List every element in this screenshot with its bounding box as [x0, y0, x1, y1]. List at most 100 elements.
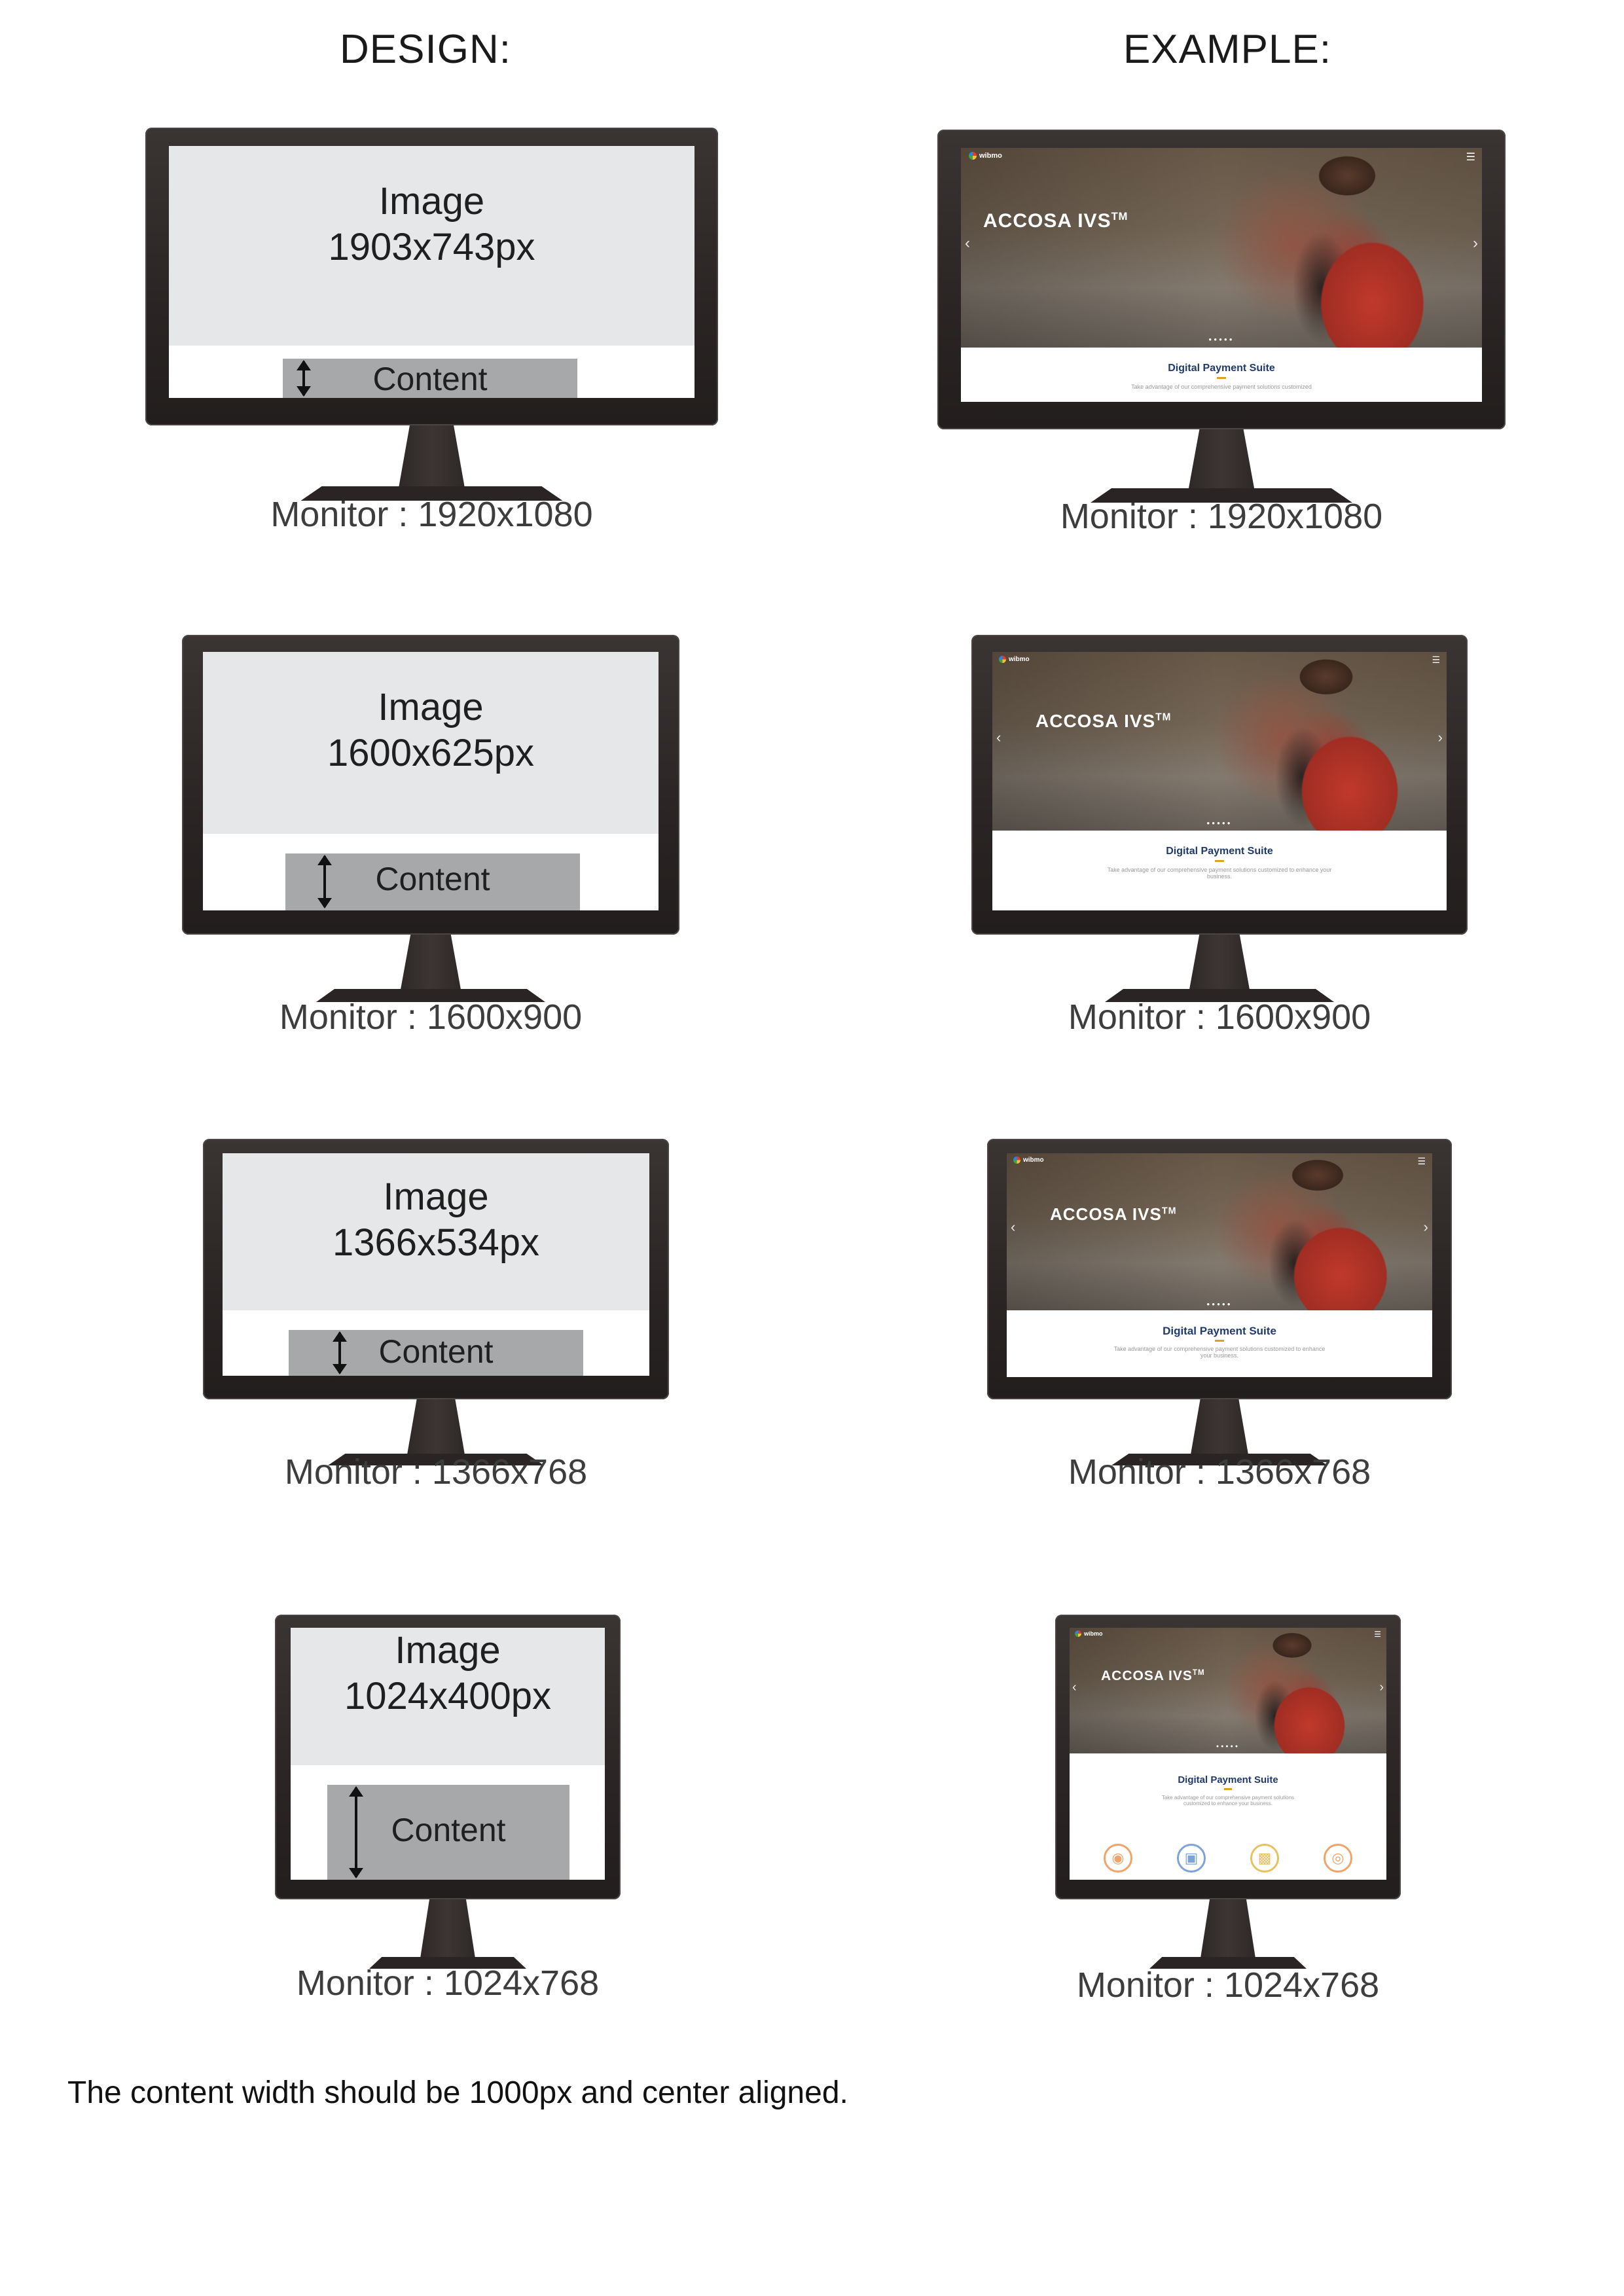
feature-icon-orange[interactable]: ◉	[1104, 1844, 1132, 1873]
suite-description: Take advantage of our comprehensive paym…	[1131, 384, 1312, 390]
design-monitor-1920: Image 1903x743px Content Monitor : 1920x…	[145, 128, 718, 534]
hero-title-text: ACCOSA IVS	[1050, 1204, 1162, 1224]
monitor-resolution-label: Monitor : 1600x900	[1068, 997, 1371, 1037]
footer-note: The content width should be 1000px and c…	[67, 2075, 848, 2110]
brand-name: wibmo	[979, 152, 1002, 160]
logo-mark-icon	[1075, 1630, 1081, 1637]
wibmo-logo: wibmo	[1013, 1157, 1044, 1164]
accent-rule	[1215, 1340, 1224, 1342]
hero-banner-image: wibmo ☰ ACCOSA IVSTM ‹ › ●●●●●	[1007, 1153, 1432, 1310]
hamburger-menu-icon[interactable]: ☰	[1466, 152, 1475, 163]
suite-title: Digital Payment Suite	[1163, 1325, 1276, 1337]
hero-title: ACCOSA IVSTM	[1101, 1668, 1205, 1684]
wibmo-logo: wibmo	[999, 656, 1030, 663]
woman-with-phone-image	[1242, 148, 1452, 348]
monitor-neck	[406, 1399, 465, 1455]
suite-title: Digital Payment Suite	[1168, 363, 1275, 374]
carousel-next-icon[interactable]: ›	[1437, 729, 1443, 745]
hamburger-menu-icon[interactable]: ☰	[1432, 655, 1440, 665]
carousel-dots[interactable]: ●●●●●	[1206, 820, 1233, 826]
carousel-next-icon[interactable]: ›	[1423, 1219, 1428, 1235]
image-size-label: 1024x400px	[344, 1675, 552, 1717]
monitor-base	[1105, 989, 1334, 1002]
example-monitor-1366: wibmo ☰ ACCOSA IVSTM ‹ › ●●●●● Digital P…	[987, 1139, 1452, 1518]
monitor-base	[300, 486, 563, 501]
example-monitor-1920: wibmo ☰ ACCOSA IVSTM ‹ › ●●●●● Digital P…	[937, 130, 1506, 536]
carousel-next-icon[interactable]: ›	[1473, 234, 1478, 252]
carousel-dots[interactable]: ●●●●●	[1208, 336, 1235, 342]
monitor-neck	[1190, 1399, 1249, 1455]
woman-with-phone-image	[1228, 652, 1424, 831]
accent-rule	[1215, 860, 1224, 862]
suite-title: Digital Payment Suite	[1178, 1774, 1278, 1785]
image-label: Image	[378, 686, 484, 728]
monitor-resolution-label: Monitor : 1600x900	[279, 997, 583, 1037]
carousel-prev-icon[interactable]: ‹	[1072, 1680, 1077, 1695]
hero-title-text: ACCOSA IVS	[983, 210, 1111, 232]
monitor-base	[1149, 1957, 1307, 1969]
suite-title: Digital Payment Suite	[1166, 846, 1273, 857]
design-monitor-1600: Image 1600x625px Content Monitor : 1600x…	[182, 635, 679, 1047]
logo-mark-icon	[969, 152, 977, 160]
carousel-prev-icon[interactable]: ‹	[996, 729, 1001, 745]
woman-with-phone-image	[1223, 1153, 1413, 1310]
example-screen: wibmo ☰ ACCOSA IVSTM ‹ › ●●●●● Digital P…	[992, 652, 1447, 910]
feature-icon-yellow[interactable]: ▩	[1250, 1844, 1279, 1873]
image-placeholder: Image 1024x400px	[291, 1628, 605, 1765]
image-size-label: 1366x534px	[332, 1221, 540, 1264]
trademark: TM	[1192, 1669, 1205, 1677]
wibmo-logo: wibmo	[1075, 1630, 1103, 1637]
logo-mark-icon	[1013, 1157, 1020, 1164]
image-size-label: 1903x743px	[328, 226, 535, 268]
carousel-dots[interactable]: ●●●●●	[1216, 1744, 1240, 1749]
hero-title-text: ACCOSA IVS	[1101, 1668, 1193, 1683]
monitor-base	[1111, 1454, 1327, 1465]
content-label: Content	[372, 361, 488, 397]
content-label: Content	[375, 861, 490, 897]
image-placeholder: Image 1600x625px	[203, 652, 659, 834]
height-arrow	[297, 360, 311, 397]
woman-with-phone-image	[1220, 1628, 1364, 1753]
height-arrow	[333, 1331, 347, 1374]
monitor-resolution-label: Monitor : 1366x768	[1068, 1452, 1371, 1492]
carousel-next-icon[interactable]: ›	[1379, 1680, 1384, 1695]
monitor-resolution-label: Monitor : 1366x768	[284, 1452, 588, 1492]
image-placeholder: Image 1903x743px	[169, 146, 695, 346]
feature-icon-blue[interactable]: ▣	[1177, 1844, 1206, 1873]
carousel-dots[interactable]: ●●●●●	[1206, 1301, 1233, 1307]
hero-title-text: ACCOSA IVS	[1036, 711, 1156, 731]
brand-name: wibmo	[1084, 1630, 1103, 1637]
hero-banner-image: wibmo ☰ ACCOSA IVSTM ‹ › ●●●●●	[1070, 1628, 1386, 1753]
monitor-base	[328, 1454, 544, 1465]
suite-description: Take advantage of our comprehensive paym…	[1113, 1346, 1326, 1359]
image-label: Image	[378, 180, 485, 223]
wibmo-logo: wibmo	[969, 152, 1002, 160]
image-label: Image	[395, 1629, 501, 1672]
accent-rule	[1224, 1788, 1232, 1790]
brand-name: wibmo	[1023, 1157, 1044, 1164]
feature-icon-orange-2[interactable]: ◎	[1324, 1844, 1352, 1873]
content-label: Content	[378, 1333, 494, 1370]
example-monitor-1024: wibmo ☰ ACCOSA IVSTM ‹ › ●●●●● Digital P…	[1055, 1615, 1401, 2007]
carousel-prev-icon[interactable]: ‹	[965, 234, 970, 252]
trademark: TM	[1161, 1206, 1177, 1217]
hero-banner-image: wibmo ☰ ACCOSA IVSTM ‹ › ●●●●●	[961, 148, 1482, 348]
monitor-base	[316, 989, 545, 1002]
design-monitor-1366: Image 1366x534px Content Monitor : 1366x…	[203, 1139, 669, 1518]
carousel-prev-icon[interactable]: ‹	[1011, 1219, 1016, 1235]
hamburger-menu-icon[interactable]: ☰	[1417, 1156, 1426, 1166]
example-heading: EXAMPLE:	[1123, 27, 1332, 72]
image-size-label: 1600x625px	[327, 732, 535, 774]
design-monitor-1024: Image 1024x400px Content Monitor : 1024x…	[275, 1615, 621, 2007]
hero-title: ACCOSA IVSTM	[1036, 711, 1171, 732]
monitor-neck	[400, 935, 461, 990]
monitor-resolution-label: Monitor : 1024x768	[296, 1964, 600, 2003]
example-screen: wibmo ☰ ACCOSA IVSTM ‹ › ●●●●● Digital P…	[961, 148, 1482, 402]
monitor-resolution-label: Monitor : 1024x768	[1076, 1965, 1380, 2005]
brand-name: wibmo	[1009, 656, 1030, 663]
example-screen: wibmo ☰ ACCOSA IVSTM ‹ › ●●●●● Digital P…	[1070, 1628, 1386, 1880]
design-screen: Image 1366x534px Content	[223, 1153, 649, 1376]
example-monitor-1600: wibmo ☰ ACCOSA IVSTM ‹ › ●●●●● Digital P…	[971, 635, 1468, 1047]
monitor-base	[369, 1957, 526, 1969]
hamburger-menu-icon[interactable]: ☰	[1374, 1630, 1381, 1639]
